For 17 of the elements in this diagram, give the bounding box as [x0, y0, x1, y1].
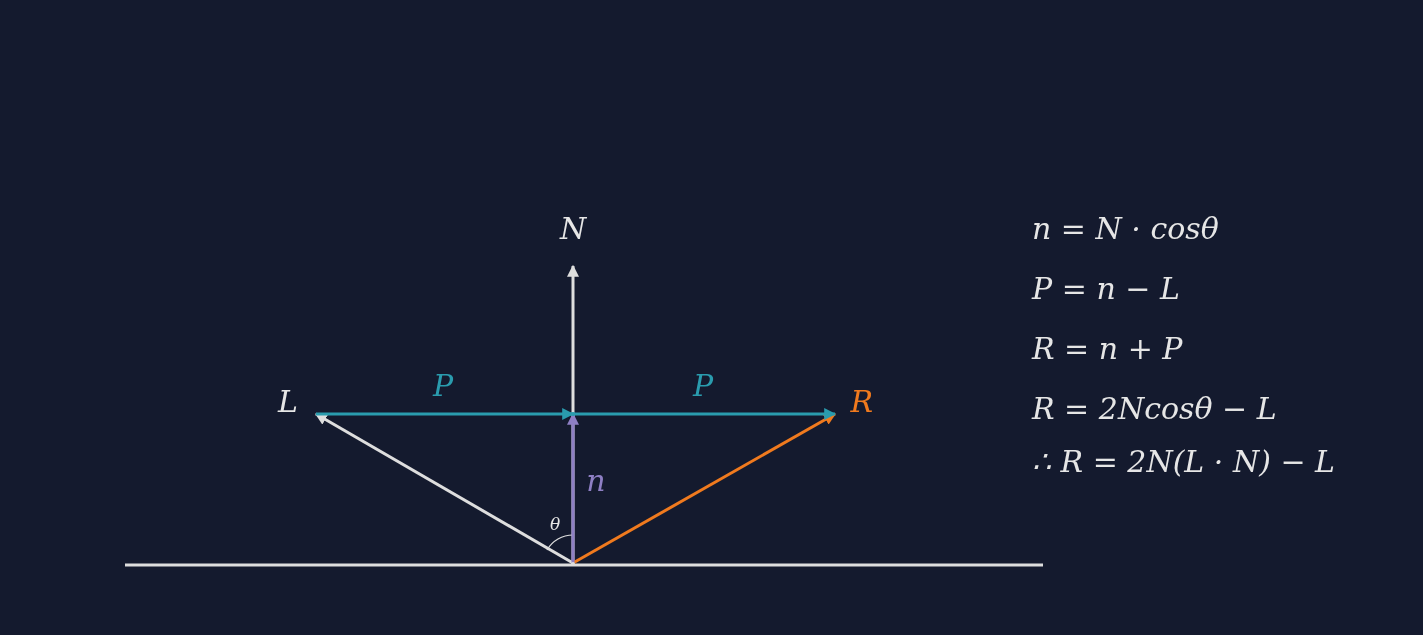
vector-label: N — [556, 210, 590, 266]
equation: R = 2Ncosθ − L — [1032, 394, 1277, 424]
equation: n = N · cosθ — [1032, 214, 1219, 244]
edge-label: n — [586, 466, 606, 496]
vector-label: L — [274, 384, 316, 420]
vector-label: R — [835, 384, 877, 420]
equation: R = n + P — [1032, 334, 1183, 364]
equation: ∴ R = 2N(L · N) − L — [1032, 447, 1335, 477]
equation: P = n − L — [1032, 274, 1180, 304]
vector-arrow — [572, 412, 837, 565]
edge-label: P — [692, 371, 714, 401]
vector-arrow — [573, 408, 837, 420]
angle-symbol: θ — [549, 515, 561, 533]
vector-point — [571, 412, 575, 416]
vector-arrow — [314, 412, 574, 565]
edge-label: P — [432, 371, 454, 401]
vector-point — [571, 562, 575, 566]
